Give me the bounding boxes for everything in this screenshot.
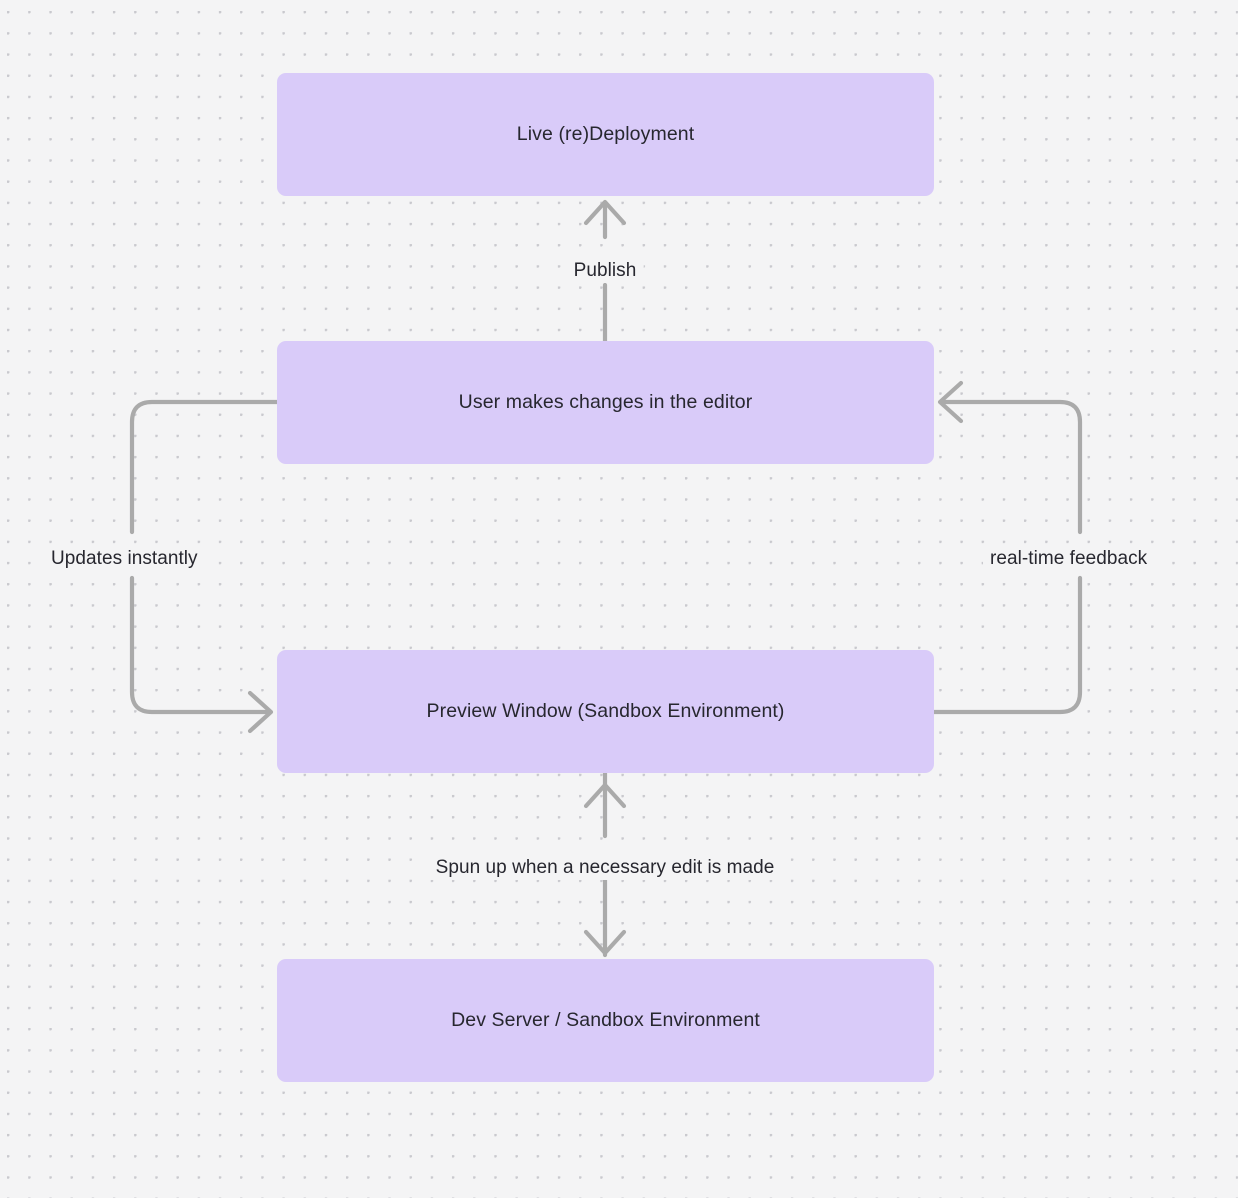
edge-updates-instantly-arrowhead — [247, 690, 274, 734]
edge-label-real-time-feedback: real-time feedback — [983, 546, 1155, 571]
edge-updates-instantly-upper-segment — [129, 399, 280, 535]
node-dev-server[interactable]: Dev Server / Sandbox Environment — [277, 959, 934, 1082]
node-user-edits-label: User makes changes in the editor — [458, 390, 753, 413]
edge-spun-up-up-arrowhead — [583, 782, 627, 809]
edge-label-updates-instantly: Updates instantly — [44, 546, 205, 571]
node-dev-server-label: Dev Server / Sandbox Environment — [451, 1008, 760, 1031]
edge-real-time-feedback-arrowhead — [937, 380, 964, 424]
node-live-deployment-label: Live (re)Deployment — [516, 122, 695, 145]
edge-real-time-feedback-upper-segment — [938, 399, 1083, 535]
node-user-edits[interactable]: User makes changes in the editor — [277, 341, 934, 464]
node-preview-window-label: Preview Window (Sandbox Environment) — [426, 699, 785, 722]
edge-label-spun-up: Spun up when a necessary edit is made — [428, 855, 782, 880]
edge-updates-instantly-lower-segment — [129, 575, 273, 715]
edge-spun-up-down-arrowhead — [583, 929, 627, 956]
edge-label-publish: Publish — [566, 258, 644, 283]
node-live-deployment[interactable]: Live (re)Deployment — [277, 73, 934, 196]
edge-publish-arrowhead — [583, 199, 627, 226]
edge-real-time-feedback-lower-segment — [931, 575, 1083, 715]
node-preview-window[interactable]: Preview Window (Sandbox Environment) — [277, 650, 934, 773]
